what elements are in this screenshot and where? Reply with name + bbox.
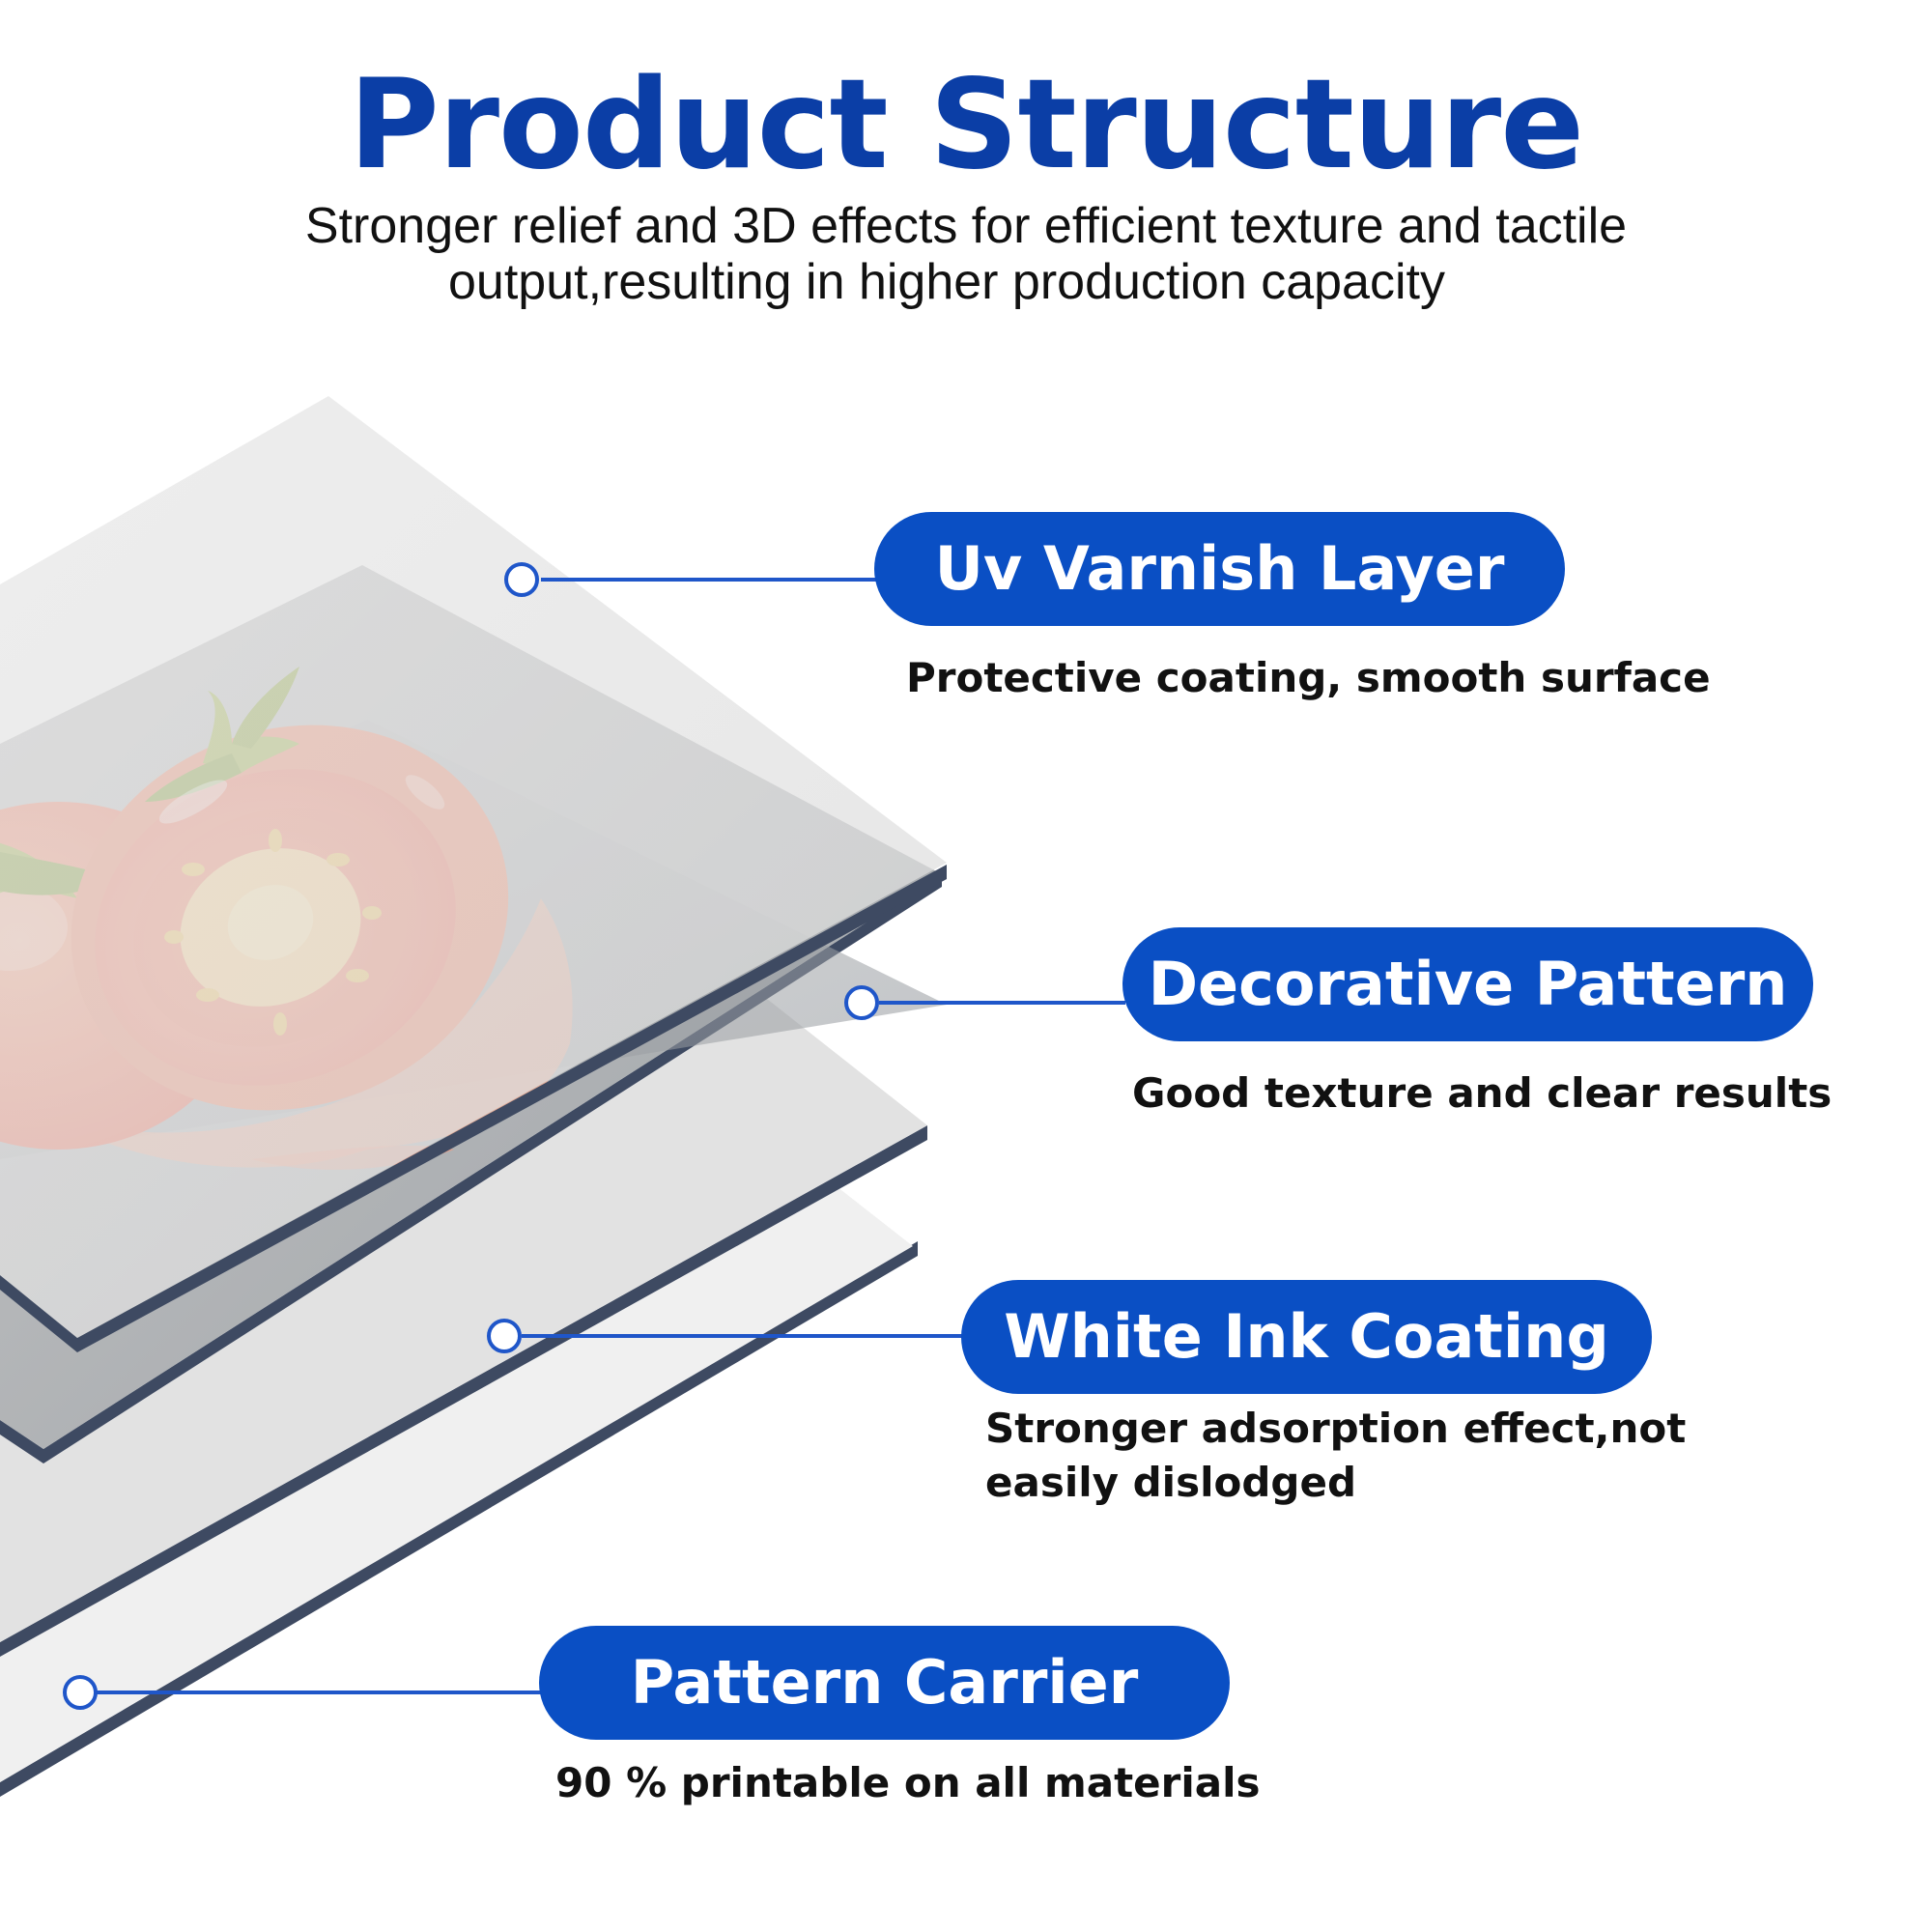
white-ink-coating-label: White Ink Coating <box>961 1280 1652 1394</box>
uv-varnish-label: Uv Varnish Layer <box>874 512 1565 626</box>
decorative-pattern-description: Good texture and clear results <box>1132 1069 1833 1117</box>
pattern-carrier-description: 90 % printable on all materials <box>555 1759 1261 1806</box>
subtitle-line-1: Stronger relief and 3D effects for effic… <box>304 198 1628 254</box>
white-ink-coating-description-line-2: easily dislodged <box>985 1459 1357 1506</box>
connector-pattern-carrier <box>63 1675 541 1710</box>
decorative-pattern-label: Decorative Pattern <box>1122 927 1813 1041</box>
uv-varnish-sheet <box>0 396 947 1352</box>
subtitle-line-2: output,resulting in higher production ca… <box>448 254 1445 310</box>
white-ink-coating-description: Stronger adsorption effect,not easily di… <box>985 1402 1686 1510</box>
page-title: Product Structure <box>349 53 1584 197</box>
page-subtitle: Stronger relief and 3D effects for effic… <box>0 198 1932 310</box>
white-ink-coating-description-line-1: Stronger adsorption effect,not <box>985 1405 1687 1452</box>
pattern-carrier-label: Pattern Carrier <box>539 1626 1230 1740</box>
connector-white-ink-coating <box>487 1319 966 1353</box>
uv-varnish-description: Protective coating, smooth surface <box>906 654 1711 701</box>
connector-uv-varnish <box>504 562 879 597</box>
connector-decorative-pattern <box>844 985 1125 1020</box>
